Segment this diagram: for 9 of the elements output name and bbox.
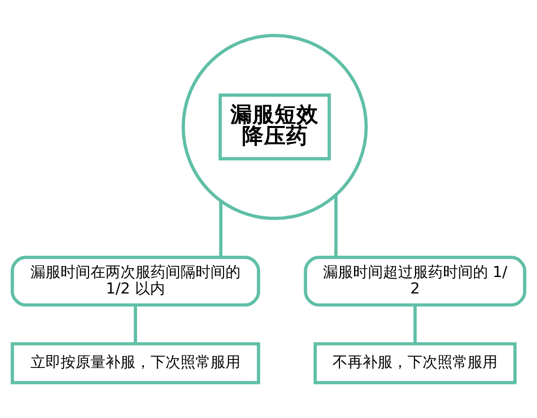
connector: [334, 196, 338, 258]
node-circle: 漏服短效降压药: [182, 34, 368, 220]
connector: [413, 305, 417, 344]
connector: [219, 201, 222, 258]
node-box: 漏服时间在两次服药间隔时间的 1/2 以内: [10, 256, 260, 307]
node-box: 不再补服，下次照常服用: [314, 342, 517, 384]
connector: [134, 305, 138, 344]
node-box: 漏服时间超过服药时间的 1/2: [304, 256, 526, 307]
node-box: 立即按原量补服，下次照常服用: [10, 342, 260, 384]
